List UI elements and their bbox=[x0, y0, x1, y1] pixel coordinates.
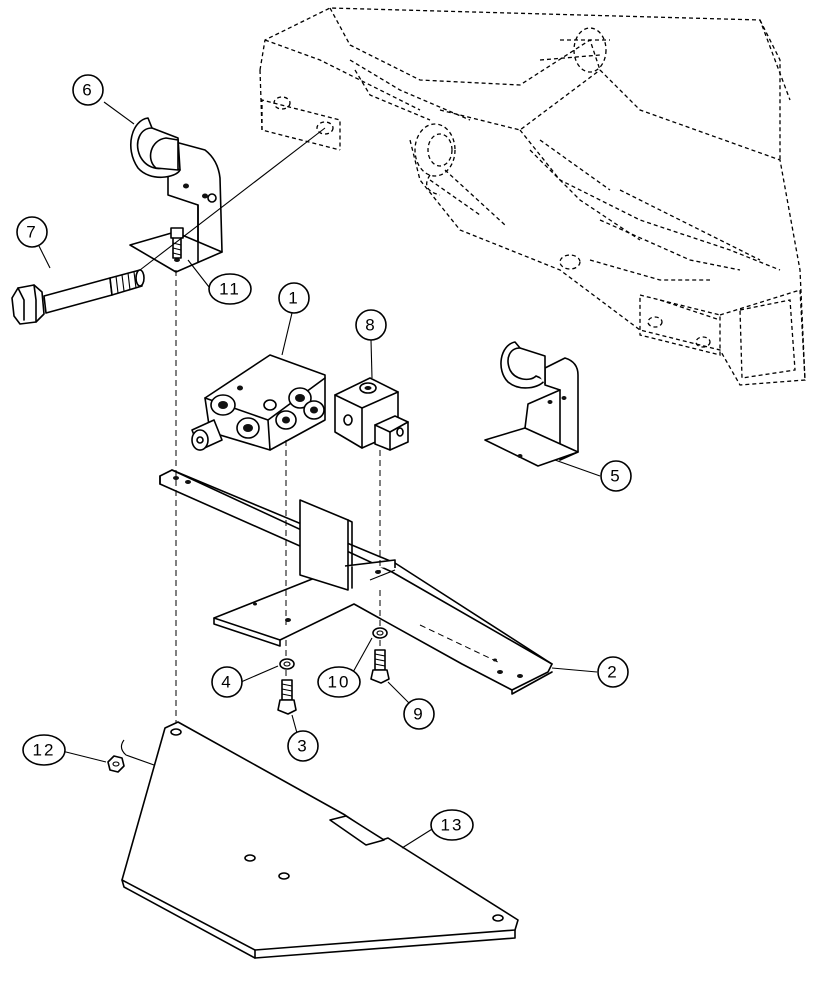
bracket-with-d-ring bbox=[129, 117, 223, 273]
svg-text:9: 9 bbox=[413, 705, 424, 724]
washer-and-bolt-left bbox=[277, 658, 297, 715]
washer-and-bolt-right bbox=[370, 627, 390, 684]
callout-10: 10 bbox=[317, 666, 361, 698]
nut bbox=[107, 755, 125, 773]
long-bolt bbox=[11, 269, 145, 325]
tee-fitting bbox=[334, 377, 409, 451]
svg-text:12: 12 bbox=[33, 741, 56, 760]
callout-13: 13 bbox=[430, 809, 474, 841]
mounting-plate bbox=[159, 469, 553, 695]
svg-text:13: 13 bbox=[441, 816, 464, 835]
bolt-alignment-line bbox=[139, 127, 326, 271]
svg-text:8: 8 bbox=[365, 316, 376, 335]
callout-2: 2 bbox=[597, 656, 629, 688]
callout-6: 6 bbox=[72, 74, 104, 106]
svg-text:3: 3 bbox=[297, 737, 308, 756]
callout-3: 3 bbox=[287, 730, 319, 762]
svg-text:11: 11 bbox=[219, 280, 241, 299]
callout-11: 11 bbox=[208, 273, 252, 305]
callout-7: 7 bbox=[16, 216, 48, 248]
callout-1: 1 bbox=[278, 282, 310, 314]
callout-4: 4 bbox=[211, 666, 243, 698]
svg-text:2: 2 bbox=[607, 663, 618, 682]
svg-text:4: 4 bbox=[221, 673, 232, 692]
svg-text:10: 10 bbox=[328, 673, 351, 692]
valve-body bbox=[191, 354, 326, 451]
callout-8: 8 bbox=[355, 309, 387, 341]
callout-12: 12 bbox=[22, 734, 66, 766]
svg-text:6: 6 bbox=[82, 81, 93, 100]
svg-text:1: 1 bbox=[288, 289, 299, 308]
svg-text:7: 7 bbox=[26, 223, 37, 242]
callout-5: 5 bbox=[600, 460, 632, 492]
callout-9: 9 bbox=[403, 698, 435, 730]
axle-housing bbox=[259, 7, 806, 386]
cover-plate bbox=[121, 721, 519, 959]
right-bracket-with-d-ring bbox=[484, 341, 579, 467]
svg-text:5: 5 bbox=[610, 467, 621, 486]
alignment-lines bbox=[120, 270, 381, 771]
callout-leaders bbox=[38, 101, 601, 849]
